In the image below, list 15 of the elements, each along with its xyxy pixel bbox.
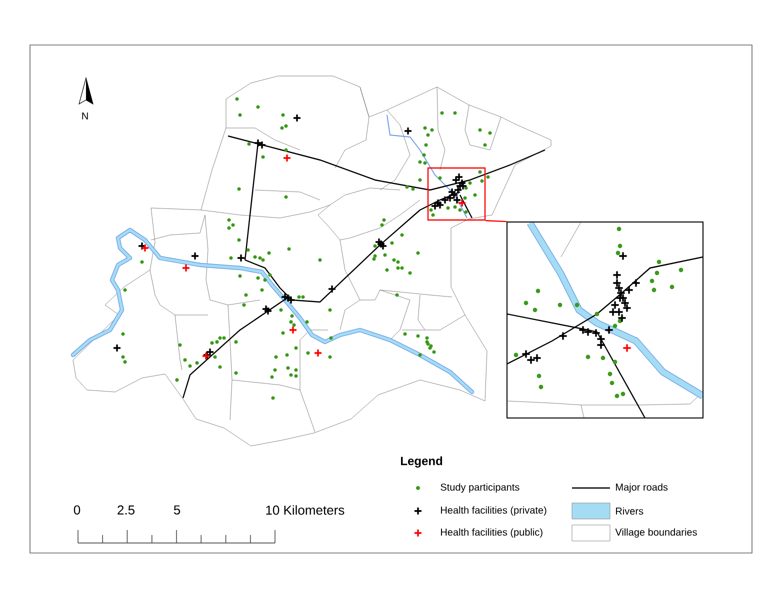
- locator-box: [427, 167, 486, 221]
- legend-text: Study participants: [440, 483, 520, 493]
- scale-label: 0: [74, 505, 80, 515]
- scale-label: 10 Kilometers: [266, 505, 344, 515]
- legend-title: Legend: [401, 456, 442, 468]
- legend-text: Major roads: [616, 483, 668, 493]
- legend-text: Rivers: [616, 507, 644, 515]
- legend-text: Village boundaries: [615, 528, 697, 538]
- north-label: N: [82, 112, 88, 120]
- leader-line: [486, 220, 507, 222]
- inset-map-drawing: [506, 222, 704, 418]
- legend-text: Health facilities (public): [441, 528, 542, 538]
- scale-label: 5: [174, 505, 180, 515]
- scale-label: 2.5: [118, 505, 134, 515]
- legend-text: Health facilities (private): [441, 506, 546, 516]
